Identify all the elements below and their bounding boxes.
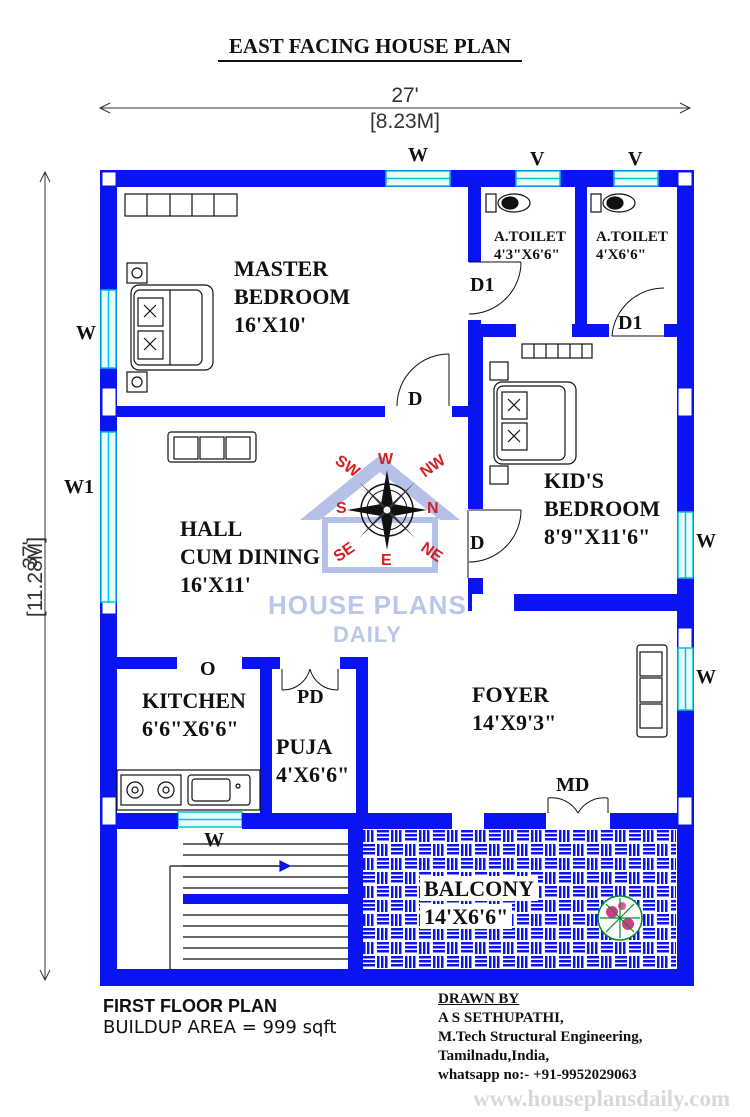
toilet1-name: A.TOILET: [494, 229, 566, 245]
balcony-plant: [597, 895, 643, 941]
window-label-top: W: [408, 144, 428, 166]
toilet2-name: A.TOILET: [596, 229, 668, 245]
windows: [100, 170, 694, 828]
compass-north-label: N: [427, 500, 439, 517]
kitchen-counter: [116, 769, 261, 811]
hall-name-1: HALL: [180, 516, 243, 541]
door-label-toilet1: D1: [470, 274, 495, 296]
master-bedroom-name-2: BEDROOM: [234, 284, 351, 309]
foyer-size: 14'X9'3": [472, 710, 557, 735]
watermark-line-2: DAILY: [333, 622, 402, 647]
ventilator-label-2: V: [628, 148, 643, 170]
compass-rose: [347, 470, 427, 550]
master-bed: [126, 262, 214, 393]
kids-bedroom-name-1: KID'S: [544, 468, 604, 493]
window-label-foyer: W: [696, 666, 716, 688]
author-contact: whatsapp no:- +91-9952029063: [438, 1067, 637, 1083]
buildup-area: BUILDUP AREA = 999 sqft: [103, 1017, 337, 1038]
watermark-house-logo: [300, 455, 460, 573]
puja-size: 4'X6'6": [276, 762, 350, 787]
watermark-line-1: HOUSE PLANS: [268, 590, 467, 620]
balcony-size: 14'X6'6": [420, 904, 513, 930]
footer-plan-info: FIRST FLOOR PLAN BUILDUP AREA = 999 sqft: [103, 996, 336, 1038]
door-label-toilet2: D1: [618, 312, 643, 334]
opening-label-kitchen: O: [200, 658, 216, 680]
foyer-sofa: [636, 644, 668, 738]
toilet2-size: 4'X6'6": [596, 247, 646, 263]
compass-south-label: S: [336, 500, 347, 517]
author-qualification: M.Tech Structural Engineering,: [438, 1029, 643, 1045]
kitchen-size: 6'6"X6'6": [142, 716, 239, 741]
hall-sofa: [167, 431, 257, 463]
window-label-w1: W1: [64, 476, 94, 498]
puja-name: PUJA: [276, 734, 333, 759]
interior-walls: [117, 187, 677, 969]
door-label-puja: PD: [297, 686, 324, 708]
drawn-by-block: DRAWN BY A S SETHUPATHI, M.Tech Structur…: [438, 990, 642, 1085]
toilet-fixtures: [485, 193, 636, 213]
toilet1-size: 4'3"X6'6": [494, 247, 560, 263]
plan-title: EAST FACING HOUSE PLAN: [228, 34, 512, 58]
title-underline: [218, 60, 522, 62]
kitchen-name: KITCHEN: [142, 688, 246, 713]
balcony-name: BALCONY: [420, 876, 539, 902]
depth-dimension-m: [11.28M]: [24, 536, 47, 618]
master-wardrobe: [124, 193, 238, 217]
plan-name: FIRST FLOOR PLAN: [103, 996, 277, 1016]
width-dimension-line: [98, 102, 692, 114]
master-bedroom-size: 16'X10': [234, 312, 307, 337]
width-dimension-ft: 27': [391, 84, 419, 107]
author-location: Tamilnadu,India,: [438, 1048, 550, 1064]
kids-bedroom-furniture: [489, 343, 593, 485]
staircase: [169, 843, 348, 969]
door-label-main: MD: [556, 774, 590, 796]
door-label-kids: D: [470, 532, 485, 554]
depth-dimension-line: [39, 170, 51, 982]
compass-east-label: E: [381, 552, 392, 569]
door-label-master: D: [408, 388, 423, 410]
kids-bedroom-size: 8'9"X11'6": [544, 524, 651, 549]
author-name: A S SETHUPATHI,: [438, 1010, 564, 1026]
window-label-stair: W: [204, 829, 224, 851]
hall-size: 16'X11': [180, 572, 251, 597]
foyer-name: FOYER: [472, 682, 549, 707]
window-label-master: W: [76, 322, 96, 344]
ventilator-label-1: V: [530, 148, 545, 170]
website-watermark: www.houseplansdaily.com: [473, 1086, 730, 1111]
kids-bedroom-name-2: BEDROOM: [544, 496, 661, 521]
master-bedroom-name-1: MASTER: [234, 256, 329, 281]
window-label-kids: W: [696, 530, 716, 552]
compass-west-label: W: [378, 451, 394, 468]
width-dimension-m: [8.23M]: [369, 110, 441, 133]
doors: [281, 261, 665, 814]
hall-name-2: CUM DINING: [180, 544, 320, 569]
drawn-by-heading: DRAWN BY: [438, 991, 520, 1007]
wall-caps: [101, 171, 693, 826]
